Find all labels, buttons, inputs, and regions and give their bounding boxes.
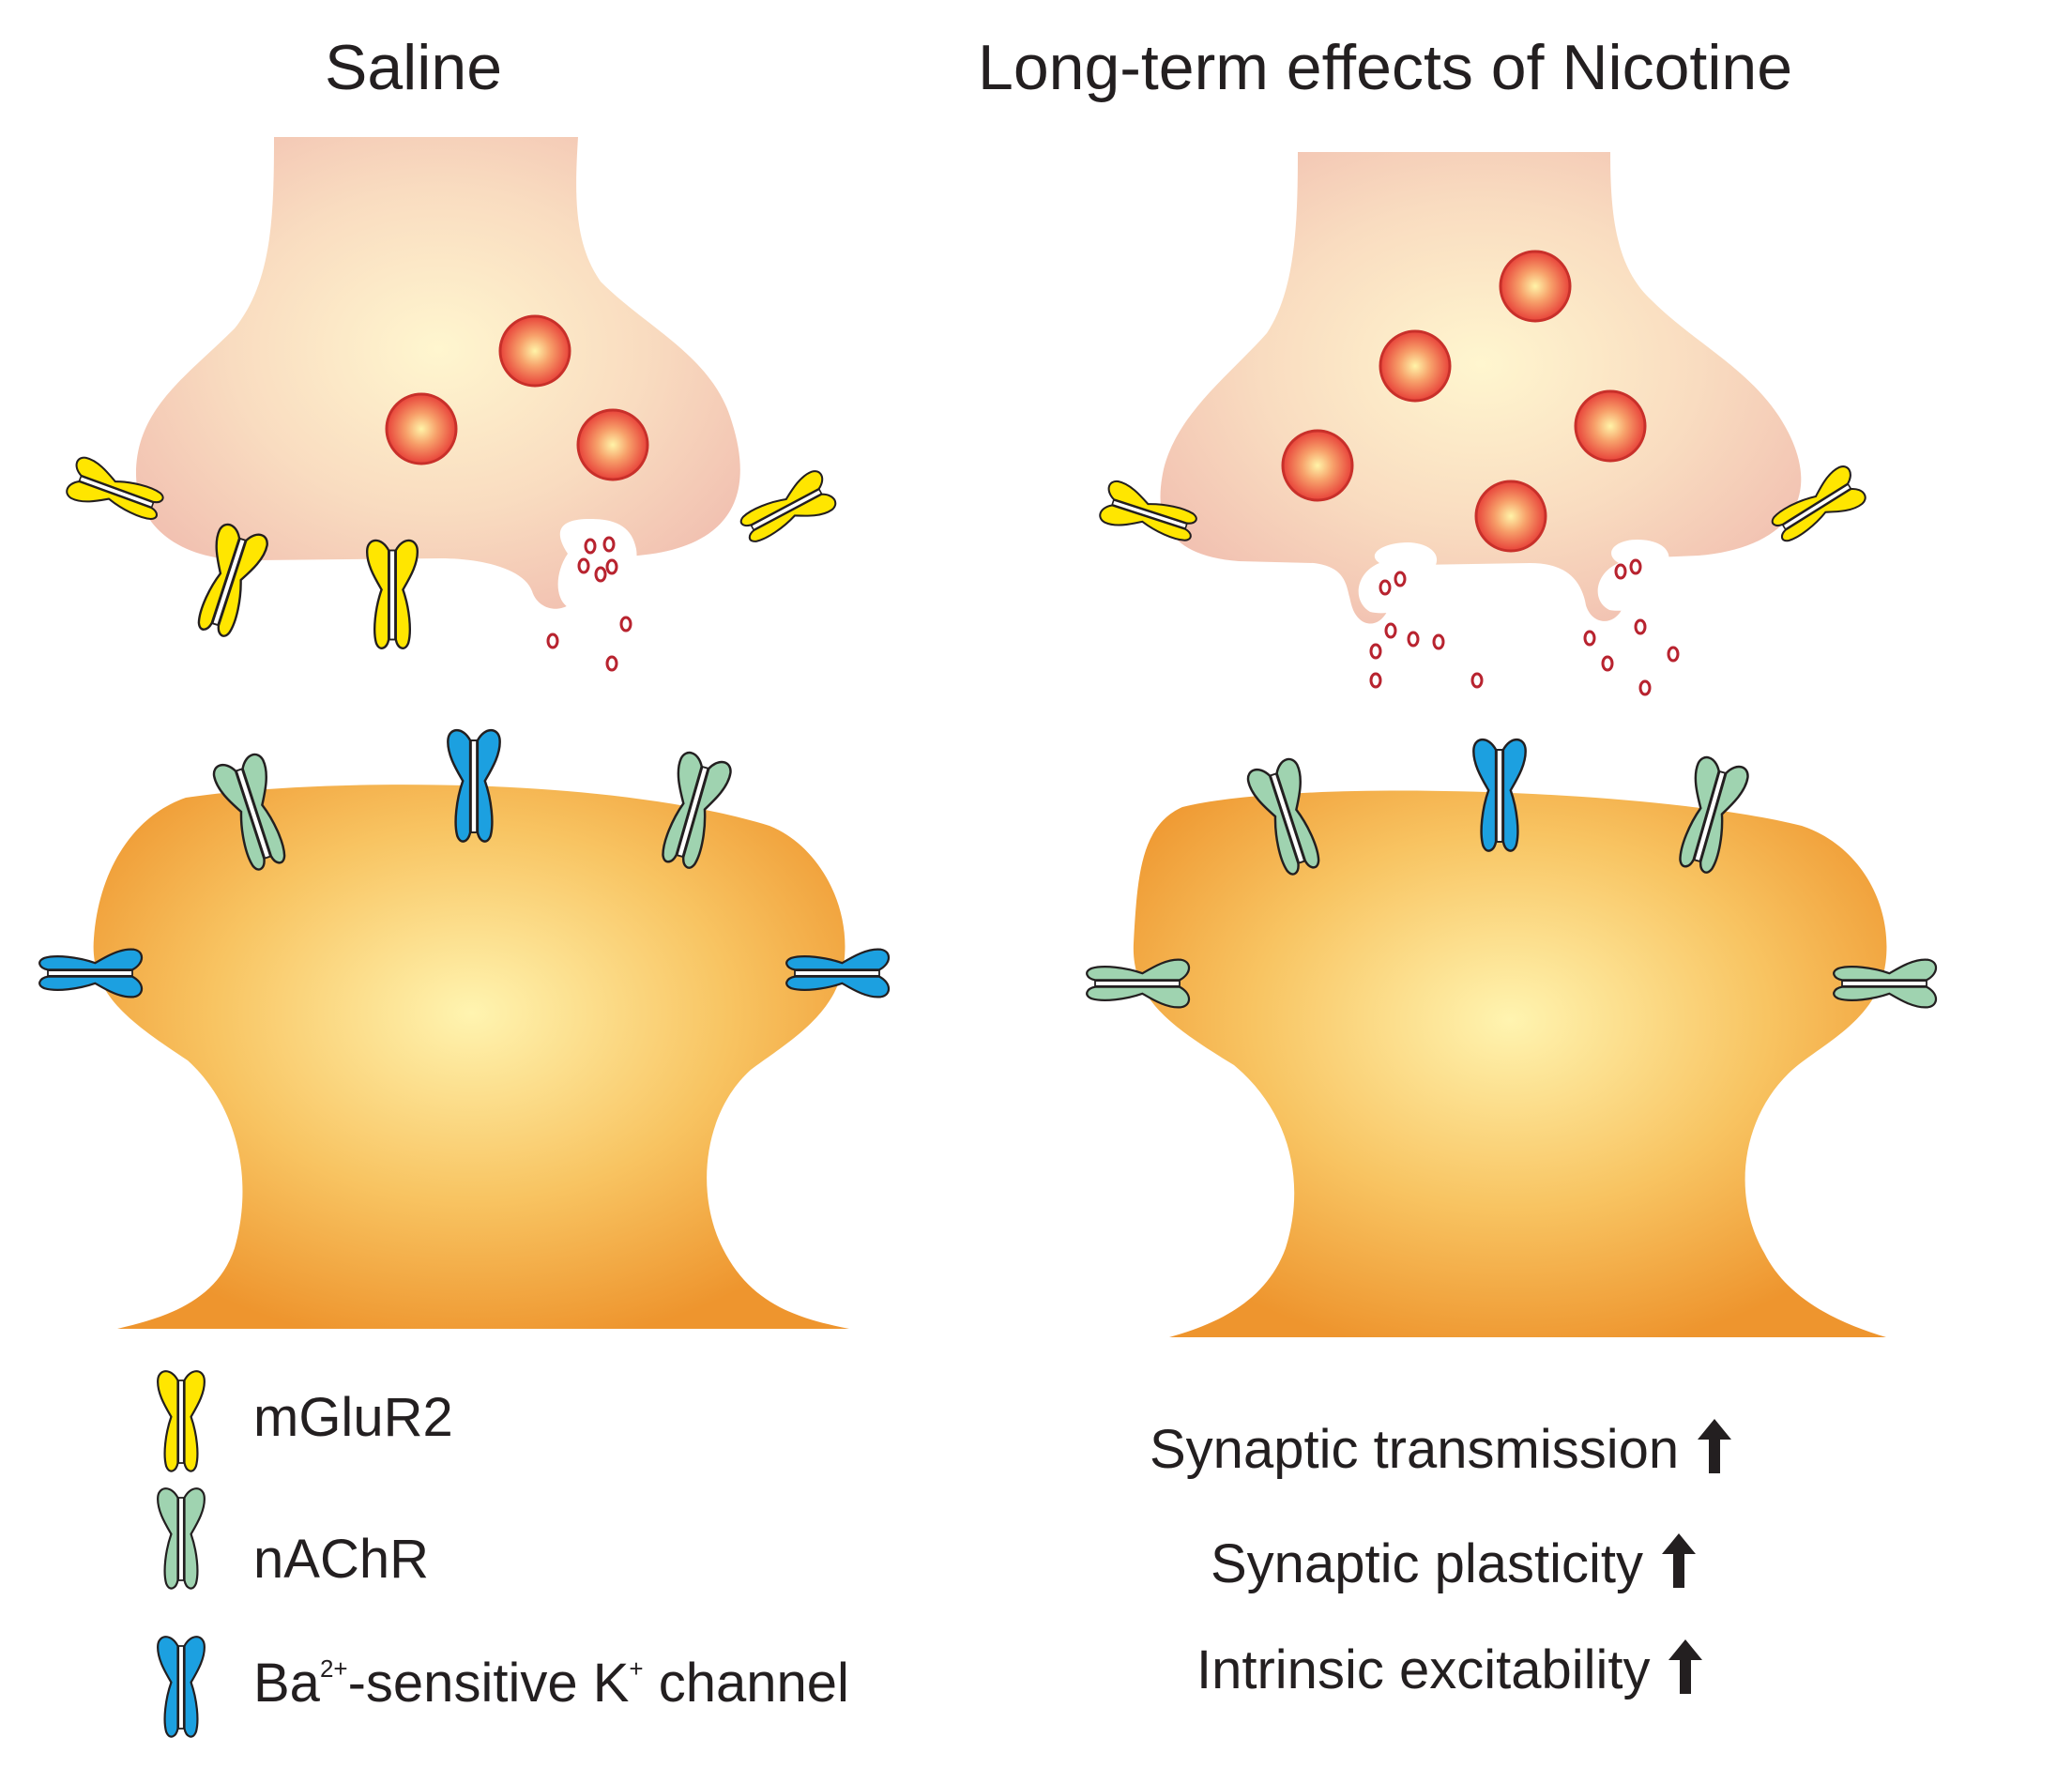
vesicle bbox=[1281, 429, 1354, 502]
vesicle bbox=[1574, 389, 1647, 463]
legend-nachr-icon bbox=[157, 1487, 206, 1590]
postsynaptic-neuron-nicotine bbox=[1133, 790, 1887, 1337]
arrow-up-icon bbox=[1668, 1639, 1703, 1694]
legend-label-nachr: nAChR bbox=[253, 1529, 429, 1590]
arrow-up-icon bbox=[1698, 1419, 1732, 1473]
fusion-pore-saline bbox=[557, 519, 637, 610]
title-saline: Saline bbox=[325, 32, 503, 103]
vesicle bbox=[1499, 250, 1572, 323]
vesicle bbox=[498, 314, 571, 388]
vesicles-saline bbox=[385, 314, 649, 481]
postsynaptic-neuron-saline bbox=[93, 785, 850, 1329]
vesicle bbox=[576, 408, 649, 481]
fusion-pore-nicotine-right bbox=[1597, 540, 1669, 611]
k-channel bbox=[38, 948, 144, 998]
neurotransmitters bbox=[546, 536, 1680, 696]
presynaptic-terminal-nicotine bbox=[1160, 152, 1802, 624]
effect-intrinsic-excitability: Intrinsic excitability bbox=[1196, 1639, 1703, 1698]
legend-label-k-channel: Ba2+-sensitive K+ channel bbox=[253, 1653, 849, 1714]
legend-k-channel-icon bbox=[157, 1636, 206, 1738]
mglur2-receptor bbox=[734, 466, 840, 552]
legend-mglur2-icon bbox=[157, 1370, 206, 1472]
vesicle bbox=[1474, 480, 1547, 553]
vesicles-nicotine bbox=[1281, 250, 1647, 553]
vesicle bbox=[1379, 329, 1452, 403]
arrow-up-icon bbox=[1661, 1533, 1696, 1588]
presynaptic-terminal-saline bbox=[136, 137, 740, 609]
effect-synaptic-transmission: Synaptic transmission bbox=[1150, 1419, 1732, 1477]
mglur2-receptor bbox=[365, 539, 419, 649]
legend-label-mglur2: mGluR2 bbox=[253, 1387, 453, 1448]
vesicle bbox=[385, 392, 458, 465]
title-nicotine: Long-term effects of Nicotine bbox=[978, 32, 1793, 103]
effect-synaptic-plasticity: Synaptic plasticity bbox=[1211, 1533, 1696, 1592]
